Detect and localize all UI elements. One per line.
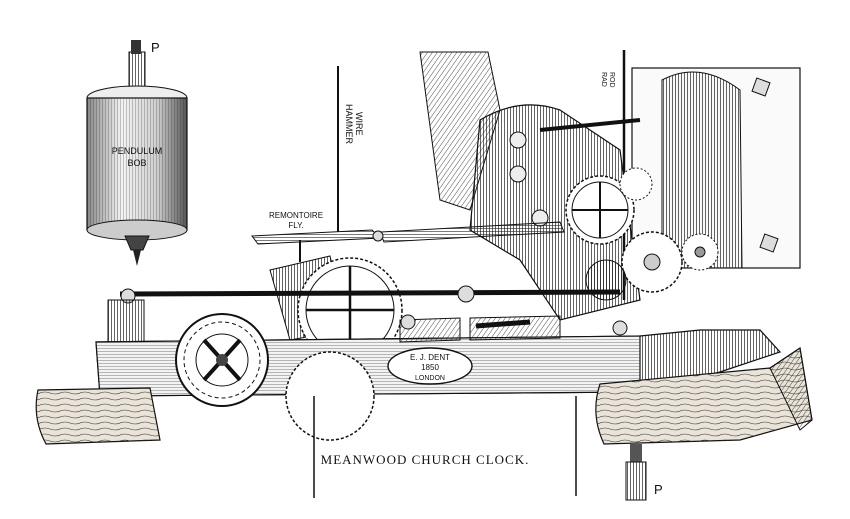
maker-plaque <box>387 347 473 385</box>
pendulum-bob-label-line2: BOB <box>127 158 146 168</box>
escapement-wheels <box>565 167 719 301</box>
rod-label-line1: ROD <box>608 72 615 88</box>
pendulum-rod-bottom <box>625 444 647 501</box>
pendulum-marker-bottom: P <box>654 482 663 497</box>
hammer-wire-label-line2: WIRE <box>354 112 364 136</box>
remontoire-label-line2: FLY. <box>288 221 303 230</box>
rod-label-line2: RAD <box>600 72 607 87</box>
remontoire-label-line1: REMONTOIRE <box>269 211 323 220</box>
pendulum-marker-top: P <box>151 40 160 55</box>
pendulum-bob <box>86 40 188 266</box>
pendulum-bob-label-line1: PENDULUM <box>112 146 163 156</box>
wall-bracket-plate <box>631 67 801 269</box>
timber-beams <box>35 346 813 445</box>
maker-plaque-line2: 1850 <box>421 363 439 372</box>
maker-plaque-line1: E. J. DENT <box>410 353 450 362</box>
figure-caption: MEANWOOD CHURCH CLOCK. <box>320 452 530 467</box>
setting-dial <box>175 313 269 407</box>
maker-plaque-line3: LONDON <box>415 375 445 382</box>
remontoire-fly <box>251 221 565 262</box>
great-wheel <box>285 351 375 441</box>
hammer-wire-label-line1: HAMMER <box>344 104 354 144</box>
